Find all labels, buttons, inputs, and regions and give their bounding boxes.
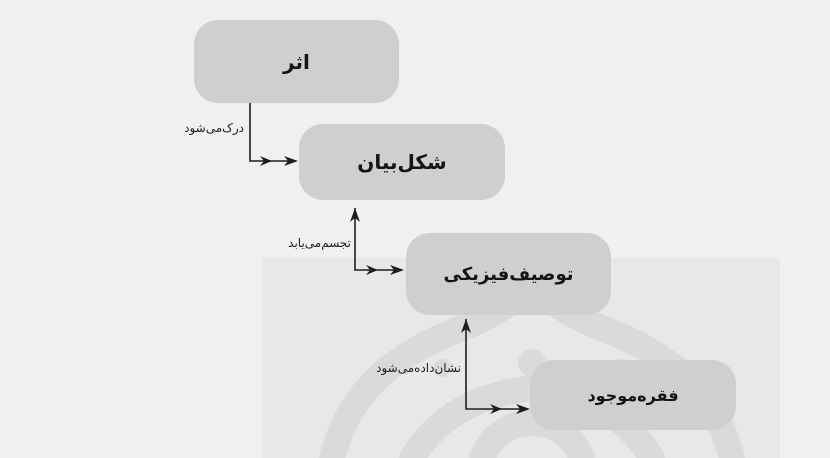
node-tosif-fiziki: توصیف‌فیزیکی	[406, 233, 611, 315]
node-shekl-bayan-label: شکل‌بیان	[357, 150, 447, 174]
node-faqare-mojud: فقره‌موجود	[530, 360, 736, 430]
connector-athar-shekl	[249, 103, 298, 166]
node-faqare-mojud-label: فقره‌موجود	[587, 385, 679, 405]
connector-shekl-tosif	[350, 208, 404, 275]
node-athar: اثر	[194, 20, 399, 103]
edge-label-shekl-tosif: تجسم‌می‌یابد	[288, 236, 351, 250]
node-athar-label: اثر	[283, 49, 310, 74]
node-shekl-bayan: شکل‌بیان	[299, 124, 505, 200]
edge-label-athar-shekl: درک‌می‌شود	[184, 121, 244, 135]
edge-label-tosif-faqare: نشان‌داده‌می‌شود	[376, 361, 461, 375]
connector-tosif-faqare	[461, 319, 530, 414]
node-tosif-fiziki-label: توصیف‌فیزیکی	[443, 263, 574, 285]
